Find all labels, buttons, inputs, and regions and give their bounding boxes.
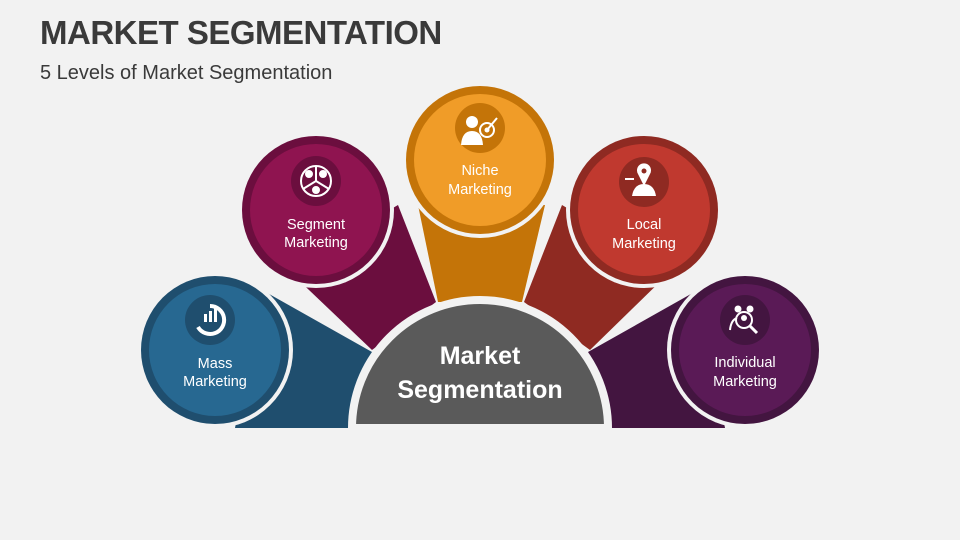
page-subtitle: 5 Levels of Market Segmentation (40, 62, 333, 84)
level-label-line2: Marketing (284, 235, 348, 251)
page-title: MARKET SEGMENTATION (40, 14, 442, 51)
level-label-line2: Marketing (612, 236, 676, 252)
people-search-icon (729, 305, 759, 335)
level-label-line1: Individual (714, 355, 775, 371)
level-label-line1: Segment (287, 217, 345, 233)
center-label-line2: Segmentation (397, 376, 562, 404)
level-niche-marketing: Niche Marketing (402, 82, 558, 238)
chart-cycle-icon (196, 303, 227, 336)
center-hub (347, 296, 613, 432)
level-individual-marketing: Individual Marketing (667, 272, 823, 428)
level-label-line2: Marketing (448, 182, 512, 198)
location-pin-icon (625, 163, 656, 196)
level-label-line1: Mass (198, 356, 233, 372)
connector-local (524, 205, 672, 350)
segmented-people-icon (300, 165, 332, 197)
connector-segment (288, 205, 436, 350)
level-label-line1: Local (627, 217, 662, 233)
level-local-marketing: Local Marketing (566, 132, 722, 288)
person-target-icon (461, 116, 498, 145)
level-segment-marketing: Segment Marketing (238, 132, 394, 288)
center-label-line1: Market (440, 342, 521, 370)
level-label-line1: Niche (461, 163, 498, 179)
level-label-line2: Marketing (713, 374, 777, 390)
level-mass-marketing: Mass Marketing (137, 272, 293, 428)
level-label-line2: Marketing (183, 374, 247, 390)
